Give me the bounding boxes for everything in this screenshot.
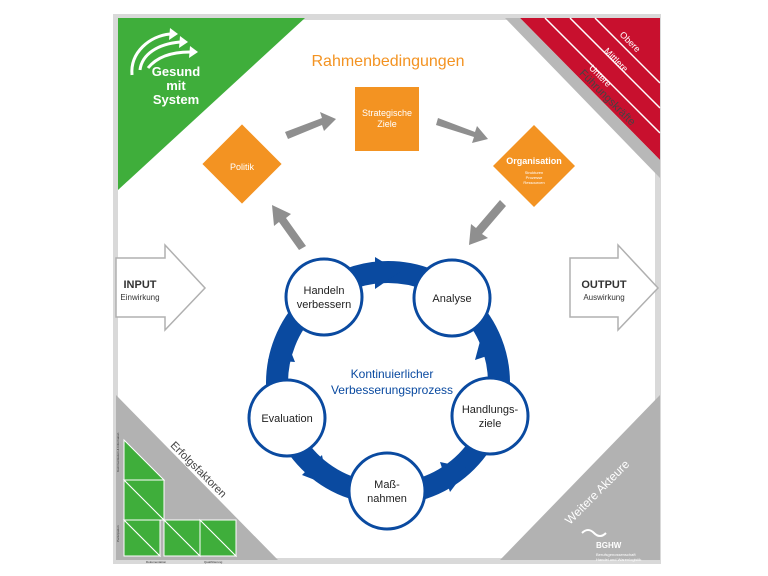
org-sub-prozesse: Prozesse bbox=[526, 175, 543, 180]
org-sub-ressourcen: Ressourcen bbox=[523, 180, 544, 185]
cycle-center-line1: Kontinuierlicher bbox=[351, 367, 434, 381]
node-massnahmen-line2: nahmen bbox=[367, 493, 407, 505]
bghw-line2: Handel und Warenlogistik bbox=[596, 557, 641, 562]
logo-line1: Gesund bbox=[152, 64, 200, 79]
node-analyse: Analyse bbox=[412, 258, 492, 338]
bghw-line1: Berufsgenossenschaft bbox=[596, 552, 636, 557]
framework-arrows bbox=[272, 112, 506, 250]
cycle-arrowhead bbox=[440, 462, 468, 492]
node-handlungsziele-line1: Handlungs- bbox=[462, 404, 519, 416]
logo-line3: System bbox=[153, 92, 199, 107]
level-divider bbox=[594, 17, 661, 84]
cycle-arrowheads bbox=[268, 257, 505, 492]
ziele-box bbox=[355, 87, 419, 151]
success-factor-tiles bbox=[122, 438, 238, 558]
node-evaluation-label: Evaluation bbox=[261, 413, 312, 425]
node-handlungsziele: Handlungs- ziele bbox=[450, 376, 530, 456]
bghw-name: BGHW bbox=[596, 541, 622, 550]
cycle-arrowhead bbox=[375, 257, 400, 289]
node-massnahmen-line1: Maß- bbox=[374, 479, 400, 491]
level-divider bbox=[544, 17, 661, 134]
organisation-label: Organisation bbox=[506, 156, 562, 166]
node-evaluation: Evaluation bbox=[247, 378, 327, 458]
org-sub-strukturen: Strukturen bbox=[525, 170, 543, 175]
ziele-line1: Strategische bbox=[362, 108, 412, 118]
cycle-center-line2: Verbesserungsprozess bbox=[331, 383, 453, 397]
input-label: INPUT bbox=[124, 279, 157, 291]
output-label: OUTPUT bbox=[581, 279, 627, 291]
node-handeln-line2: verbessern bbox=[297, 299, 351, 311]
factor-partizipation: Partizipation bbox=[116, 525, 120, 542]
bghw-logo-icon bbox=[581, 529, 607, 537]
arrow-cycle-to-politik bbox=[272, 205, 306, 250]
output-arrow bbox=[569, 243, 660, 332]
cycle-arrowhead bbox=[475, 330, 505, 360]
node-handeln-verbessern: Handeln verbessern bbox=[284, 257, 364, 337]
level-divider bbox=[569, 17, 661, 109]
factor-kommunikation: Kommunikation & Information bbox=[116, 432, 120, 472]
node-analyse-label: Analyse bbox=[432, 293, 471, 305]
ziele-line2: Ziele bbox=[377, 119, 397, 129]
arrow-ziele-to-organisation bbox=[436, 118, 488, 143]
fuehrung-band bbox=[505, 18, 660, 178]
weitere-akteure-corner bbox=[500, 395, 660, 560]
input-sub: Einwirkung bbox=[120, 293, 159, 302]
logo-corner bbox=[118, 18, 305, 190]
factor-qualifizierung: Qualifizierung bbox=[204, 560, 223, 564]
rahmenbedingungen-title: Rahmenbedingungen bbox=[311, 53, 464, 70]
node-handlungsziele-line2: ziele bbox=[479, 418, 502, 430]
politik-label: Politik bbox=[230, 162, 255, 172]
logo-arrows-icon bbox=[130, 28, 198, 76]
node-massnahmen: Maß- nahmen bbox=[347, 451, 427, 531]
arrow-politik-to-ziele bbox=[285, 112, 336, 139]
input-arrow bbox=[115, 243, 207, 332]
cycle-arrowhead bbox=[268, 332, 295, 362]
factor-dokumentation: Dokumentation bbox=[146, 560, 167, 564]
arrow-organisation-to-cycle bbox=[469, 200, 506, 245]
output-sub: Auswirkung bbox=[583, 293, 624, 302]
cycle-arrowhead bbox=[302, 455, 328, 485]
logo-line2: mit bbox=[166, 78, 186, 93]
node-handeln-line1: Handeln bbox=[304, 285, 345, 297]
